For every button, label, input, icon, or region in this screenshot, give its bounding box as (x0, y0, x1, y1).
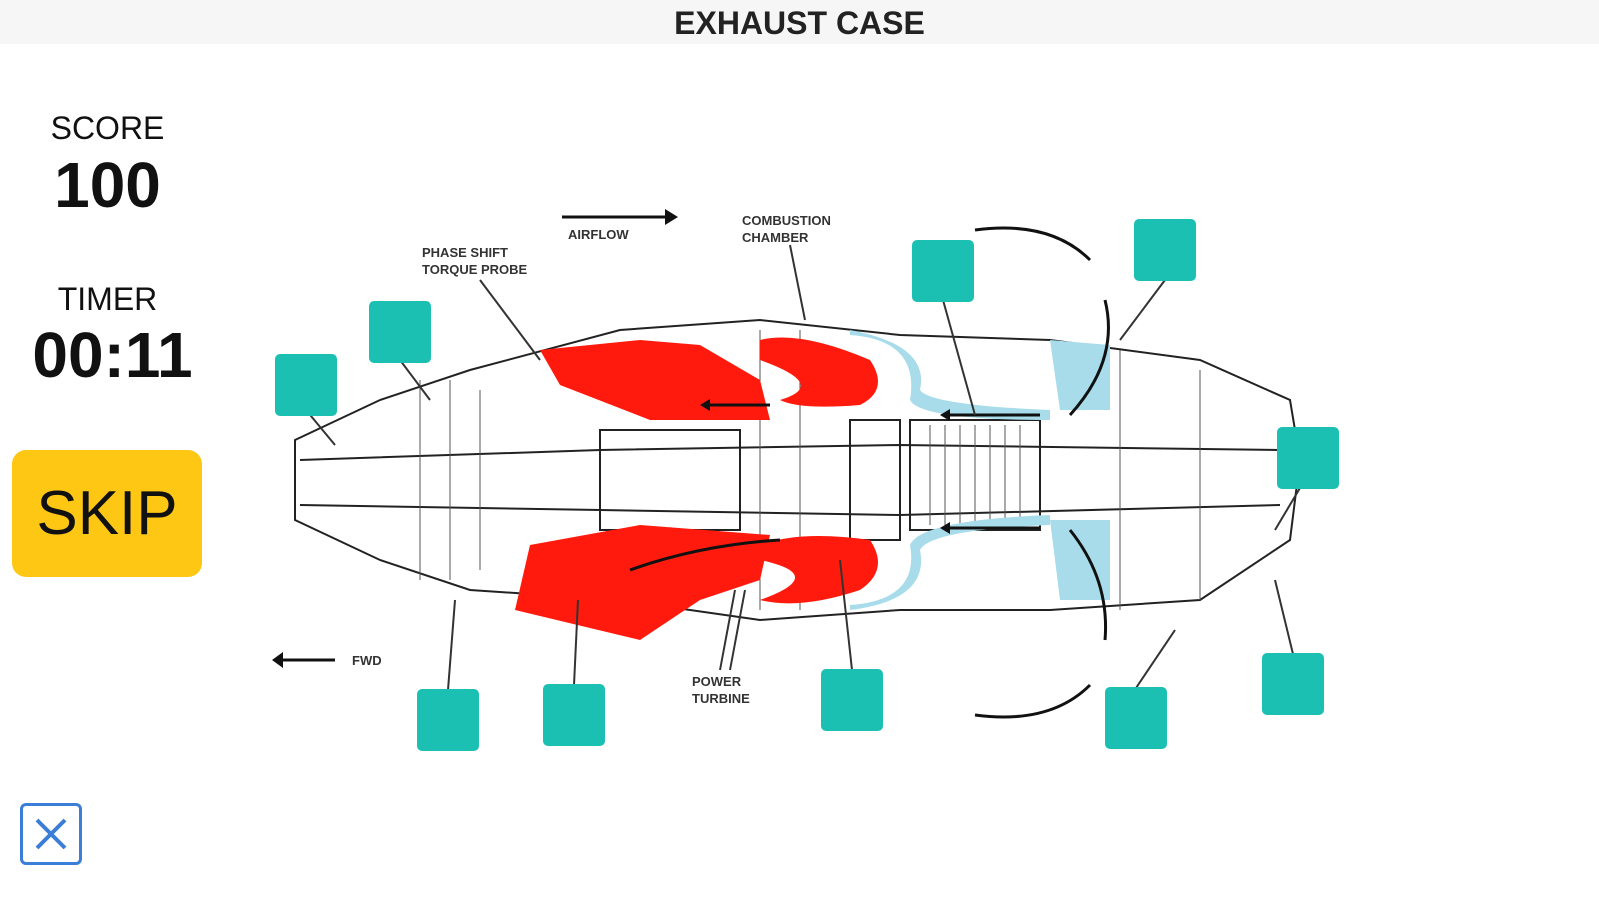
drop-target-5[interactable] (1277, 427, 1339, 489)
timer-value: 00:11 (32, 319, 193, 391)
drop-target-6[interactable] (417, 689, 479, 751)
page-title: EXHAUST CASE (0, 0, 1599, 44)
drop-target-8[interactable] (821, 669, 883, 731)
drop-target-10[interactable] (1262, 653, 1324, 715)
label-power-turbine: POWER TURBINE (692, 674, 750, 706)
drop-target-1[interactable] (275, 354, 337, 416)
drop-target-3[interactable] (912, 240, 974, 302)
drop-target-9[interactable] (1105, 687, 1167, 749)
timer-label: TIMER (57, 281, 158, 317)
label-airflow: AIRFLOW (568, 227, 629, 242)
drop-target-4[interactable] (1134, 219, 1196, 281)
close-button[interactable] (20, 803, 82, 865)
skip-button[interactable]: SKIP (12, 450, 202, 577)
highlight-exhaust-lower (515, 525, 770, 640)
label-fwd: FWD (352, 653, 382, 668)
drop-target-2[interactable] (369, 301, 431, 363)
label-phase-shift-torque-probe: PHASE SHIFT TORQUE PROBE (422, 245, 528, 277)
score-label: SCORE (50, 110, 165, 146)
label-combustion-chamber: COMBUSTION CHAMBER (742, 213, 831, 245)
highlight-exhaust-upper (540, 340, 770, 420)
score-value: 100 (54, 149, 161, 221)
close-icon (35, 818, 67, 850)
drop-target-7[interactable] (543, 684, 605, 746)
